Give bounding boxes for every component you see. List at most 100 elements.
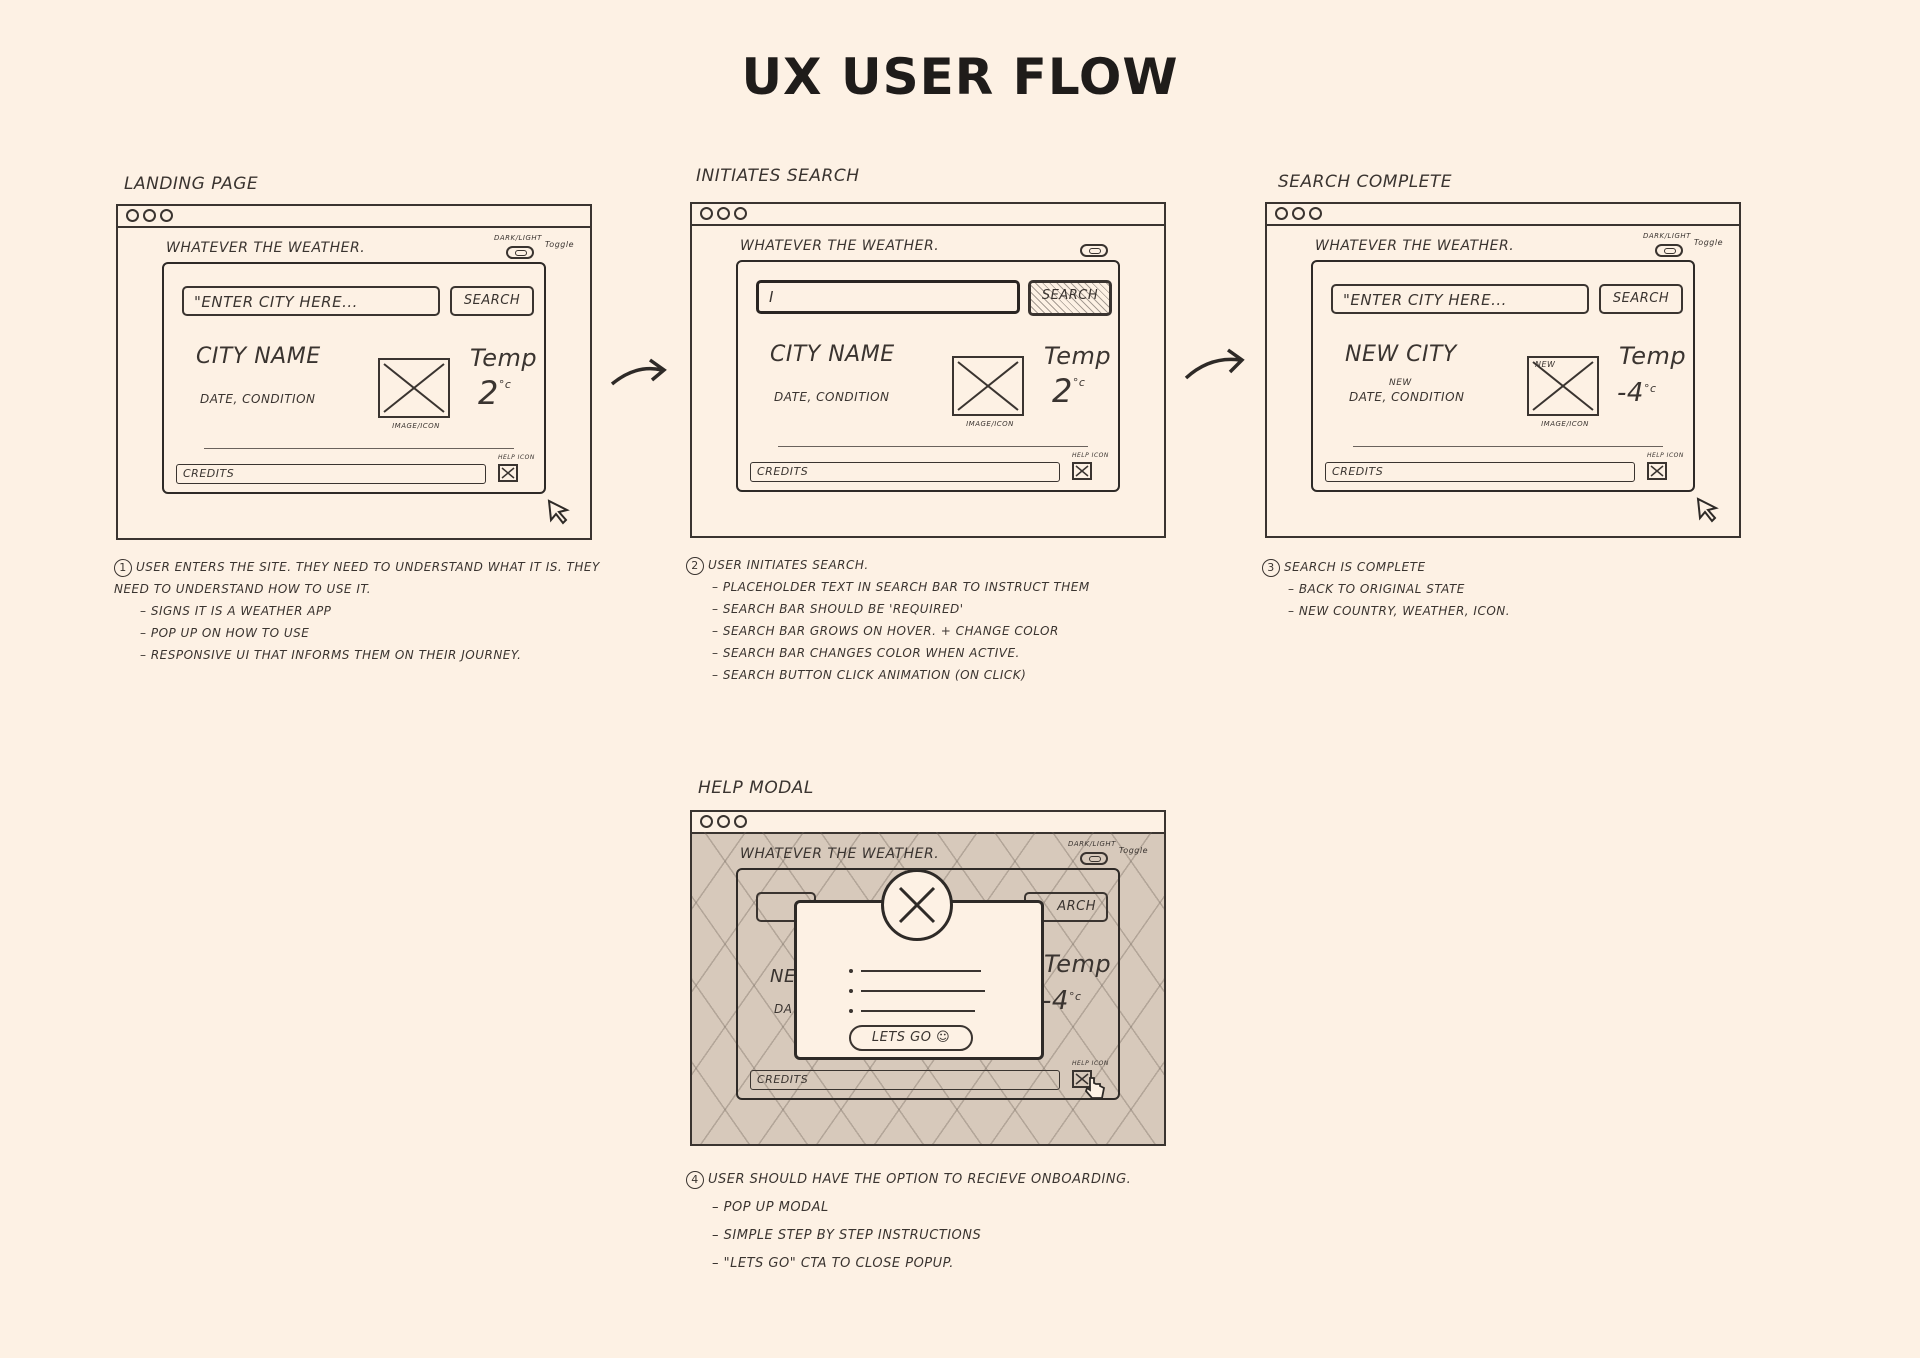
divider [778, 446, 1088, 447]
weather-image-placeholder [378, 358, 450, 418]
help-icon-label: HELP ICON [1072, 1060, 1109, 1067]
close-icon[interactable] [881, 869, 953, 941]
credits-bar: CREDITS [750, 1070, 1060, 1090]
divider [204, 448, 514, 449]
temp-label: Temp [1044, 950, 1112, 978]
app-brand: WHATEVER THE WEATHER. [740, 846, 940, 862]
image-new-marker: NEW [1535, 360, 1556, 369]
date-condition: NEW DATE, CONDITION [1349, 378, 1465, 404]
app-brand: WHATEVER THE WEATHER. [1315, 238, 1515, 254]
window-controls [700, 815, 747, 828]
window-dot-icon [734, 815, 747, 828]
weather-card: I SEARCH CITY NAME DATE, CONDITION IMAGE… [736, 260, 1120, 492]
temp-number: 2 [478, 374, 499, 412]
temp-label: Temp [1044, 342, 1112, 370]
app-brand: WHATEVER THE WEATHER. [740, 238, 940, 254]
help-icon[interactable] [1072, 462, 1092, 480]
window-dot-icon [700, 207, 713, 220]
help-icon[interactable] [498, 464, 518, 482]
weather-card: "ENTER CITY HERE... SEARCH NEW CITY NEW … [1311, 260, 1695, 492]
window-dot-icon [1292, 207, 1305, 220]
temp-value: -4°c [1617, 378, 1657, 408]
toggle-switch-icon [1655, 244, 1683, 257]
search-input[interactable]: "ENTER CITY HERE... [1331, 284, 1589, 314]
temp-label: Temp [1619, 342, 1687, 370]
note-item: POP UP MODAL [686, 1194, 1206, 1222]
search-button[interactable]: SEARCH [1599, 284, 1683, 314]
toggle-switch-icon [1080, 852, 1108, 865]
note-item: SEARCH BUTTON CLICK ANIMATION (ON CLICK) [686, 664, 1106, 686]
image-caption: IMAGE/ICON [1541, 420, 1589, 428]
search-button[interactable]: SEARCH [450, 286, 534, 316]
temp-value: -4°c [1042, 986, 1082, 1016]
temp-number: 2 [1052, 372, 1073, 410]
search-input[interactable]: I [756, 280, 1020, 314]
help-icon-label: HELP ICON [1072, 452, 1109, 459]
browser-frame-help: WHATEVER THE WEATHER. DARK/LIGHT Toggle … [690, 810, 1166, 1146]
new-marker: NEW [1389, 378, 1412, 388]
window-dot-icon [143, 209, 156, 222]
temp-number: -4 [1042, 986, 1069, 1016]
notes-lead-text: USER INITIATES SEARCH. [708, 558, 869, 572]
notes-lead: 2 USER INITIATES SEARCH. [686, 554, 1106, 576]
cursor-icon [547, 499, 570, 525]
weather-card: ARCH NE DA Temp -4°c CREDITS HELP ICON [736, 868, 1120, 1100]
note-item: PLACEHOLDER TEXT IN SEARCH BAR TO INSTRU… [686, 576, 1106, 598]
page-title: UX USER FLOW [741, 48, 1179, 106]
toggle-word: Toggle [544, 240, 574, 249]
credits-bar: CREDITS [176, 464, 486, 484]
browser-topbar [1267, 204, 1739, 226]
lets-go-button[interactable]: LETS GO ☺ [849, 1025, 973, 1051]
theme-toggle[interactable]: DARK/LIGHT Toggle [1643, 232, 1723, 262]
window-dot-icon [700, 815, 713, 828]
step-number: 2 [686, 557, 704, 575]
step-bullet [849, 989, 853, 993]
temp-unit: °c [1068, 990, 1082, 1003]
theme-toggle[interactable] [1068, 232, 1148, 262]
note-item: SEARCH BAR CHANGES COLOR WHEN ACTIVE. [686, 642, 1106, 664]
weather-card: "ENTER CITY HERE... SEARCH CITY NAME DAT… [162, 262, 546, 494]
weather-image-placeholder: NEW [1527, 356, 1599, 416]
flow-arrow-icon [610, 358, 667, 386]
browser-frame-complete: WHATEVER THE WEATHER. DARK/LIGHT Toggle … [1265, 202, 1741, 538]
app-brand: WHATEVER THE WEATHER. [166, 240, 366, 256]
toggle-label: DARK/LIGHT [1643, 232, 1691, 240]
step-line [861, 990, 985, 992]
search-button[interactable]: SEARCH [1028, 280, 1112, 316]
note-item: SIMPLE STEP BY STEP INSTRUCTIONS [686, 1222, 1206, 1250]
theme-toggle[interactable]: DARK/LIGHT Toggle [494, 234, 574, 264]
city-name: CITY NAME [196, 344, 321, 369]
frame-label-help: HELP MODAL [698, 778, 814, 798]
notes-lead-text: USER SHOULD HAVE THE OPTION TO RECIEVE O… [708, 1172, 1132, 1187]
help-icon[interactable] [1647, 462, 1667, 480]
temp-label: Temp [470, 344, 538, 372]
notes-lead-text: SEARCH IS COMPLETE [1284, 560, 1426, 574]
note-item: "LETS GO" CTA TO CLOSE POPUP. [686, 1250, 1206, 1278]
window-dot-icon [126, 209, 139, 222]
city-name: NEW CITY [1345, 342, 1457, 367]
note-item: NEW COUNTRY, WEATHER, ICON. [1262, 600, 1662, 622]
temp-unit: °c [1072, 376, 1086, 389]
cursor-icon [1696, 497, 1719, 523]
city-name-partial: NE [770, 966, 796, 987]
image-caption: IMAGE/ICON [966, 420, 1014, 428]
frame-label-search: INITIATES SEARCH [696, 166, 860, 186]
divider [1353, 446, 1663, 447]
window-controls [1275, 207, 1322, 220]
toggle-word: Toggle [1693, 238, 1723, 247]
frame-label-complete: SEARCH COMPLETE [1278, 172, 1453, 192]
notes-lead-text: USER ENTERS THE SITE. THEY NEED TO UNDER… [114, 560, 600, 596]
search-input[interactable]: "ENTER CITY HERE... [182, 286, 440, 316]
temp-value: 2°c [1052, 372, 1085, 410]
temp-number: -4 [1617, 378, 1644, 408]
step-bullet [849, 1009, 853, 1013]
note-item: POP UP ON HOW TO USE [114, 622, 614, 644]
date-condition: DATE, CONDITION [774, 390, 890, 404]
window-dot-icon [717, 207, 730, 220]
note-item: SEARCH BAR SHOULD BE 'REQUIRED' [686, 598, 1106, 620]
